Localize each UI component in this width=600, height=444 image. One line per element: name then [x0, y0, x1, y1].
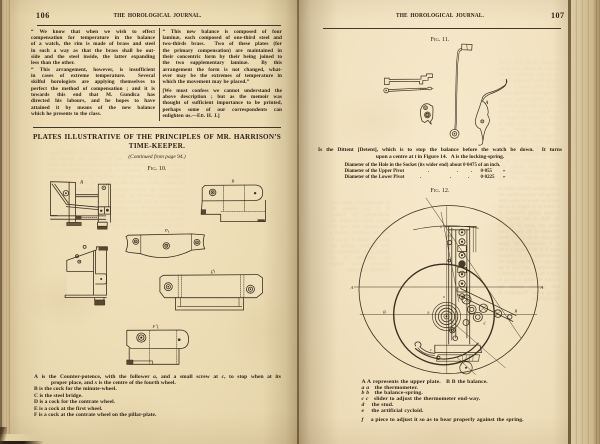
- svg-text:E: E: [210, 270, 214, 275]
- svg-text:A: A: [350, 285, 354, 290]
- svg-text:A: A: [540, 285, 544, 290]
- svg-text:A: A: [79, 181, 84, 186]
- svg-text:B: B: [383, 310, 386, 315]
- svg-text:c: c: [165, 229, 168, 234]
- svg-text:a: a: [440, 225, 442, 229]
- svg-text:e: e: [430, 348, 432, 352]
- svg-text:F: F: [152, 324, 156, 329]
- svg-text:A: A: [484, 101, 488, 106]
- svg-text:b: b: [428, 311, 430, 315]
- svg-text:B: B: [232, 179, 235, 184]
- svg-text:B: B: [515, 308, 518, 313]
- svg-text:d: d: [484, 322, 486, 326]
- svg-text:a: a: [443, 295, 445, 299]
